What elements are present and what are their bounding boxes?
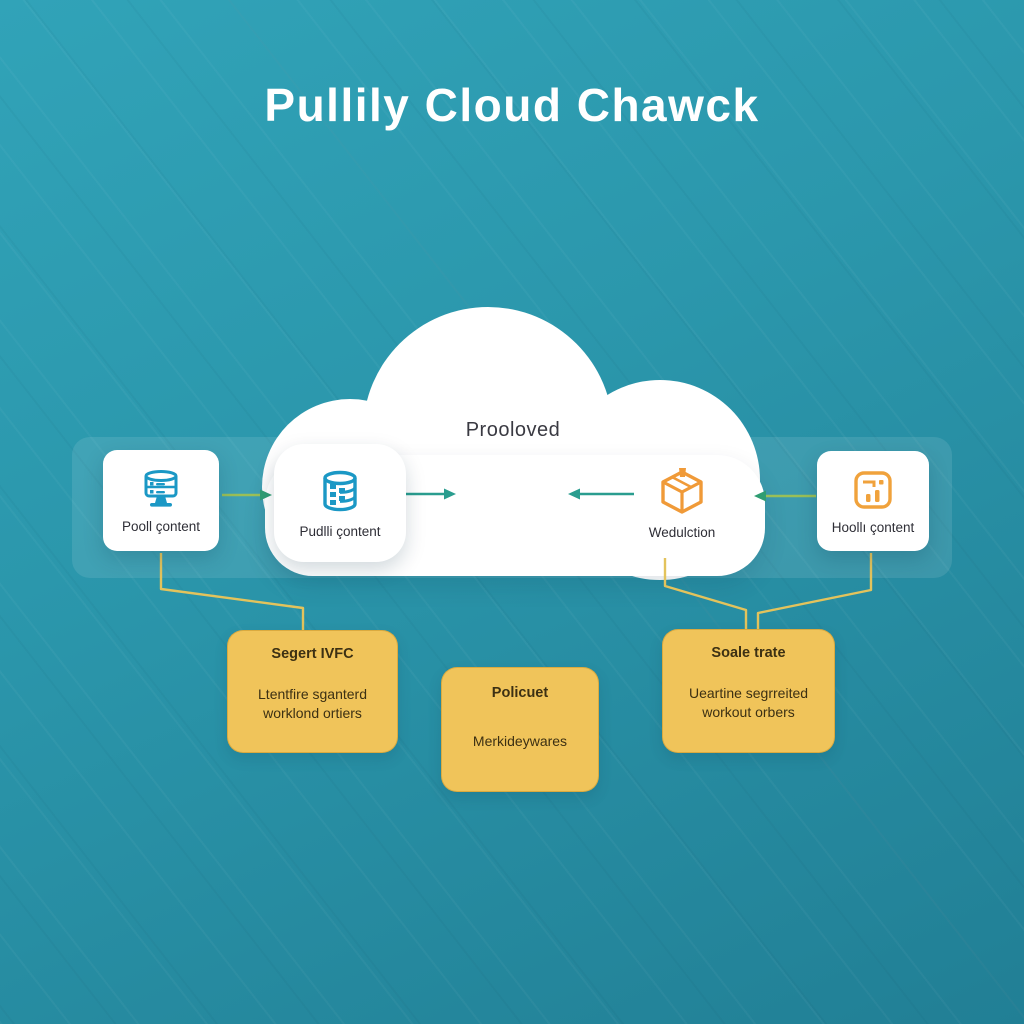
- callout-heading: Policuet: [491, 685, 549, 701]
- node-label: Wedulction: [648, 524, 716, 540]
- server-monitor-icon: [144, 470, 178, 507]
- callout-line: worklond ortiers: [263, 705, 362, 721]
- node-label: Pudlli çontent: [299, 523, 381, 539]
- node-label: Pooll çontent: [121, 519, 201, 534]
- callout-heading: Segert IVFC: [271, 646, 354, 662]
- cloud-label: Prooloved: [465, 419, 561, 441]
- node-pool-content: Pooll çontent: [103, 450, 219, 551]
- open-cube-icon: [661, 467, 703, 514]
- callout-line: Ueartine segrreited: [688, 685, 809, 701]
- node-label: Hoollı çontent: [831, 519, 915, 535]
- node-pudlli-content: Pudlli çontent: [274, 444, 406, 562]
- callout-line: workout orbers: [702, 704, 795, 720]
- database-icon: [323, 470, 357, 511]
- callout-heading: Soale trate: [711, 645, 786, 661]
- callout-line: Ltentfire sganterd: [258, 686, 367, 702]
- callout-body: Ueartine segrreited workout orbers: [689, 684, 808, 722]
- callout-body: Merkideywares: [473, 732, 567, 751]
- chart-box-icon: [854, 470, 892, 509]
- callout-soale: Soale trate Ueartine segrreited workout …: [662, 629, 835, 753]
- page-title: Pullily Cloud Chawck: [264, 79, 760, 131]
- callout-segert: Segert IVFC Ltentfire sganterd worklond …: [227, 630, 398, 753]
- callout-policuet: Policuet Merkideywares: [441, 667, 599, 792]
- callout-body: Ltentfire sganterd worklond ortiers: [258, 685, 367, 723]
- node-wedulction: Wedulction: [622, 452, 742, 552]
- node-hool-content: Hoollı çontent: [817, 451, 929, 551]
- callout-line: Merkideywares: [472, 733, 568, 749]
